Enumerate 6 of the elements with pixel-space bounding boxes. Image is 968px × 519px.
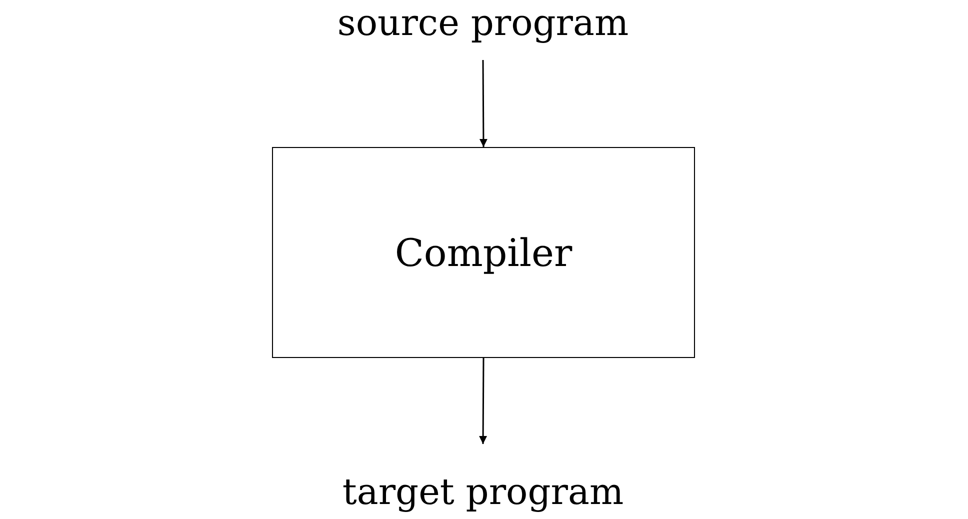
process-label: Compiler (394, 230, 572, 274)
arrow (479, 358, 488, 444)
arrow (479, 60, 488, 147)
output-label: target program (342, 472, 624, 512)
process-box (272, 147, 695, 358)
input-label: source program (337, 2, 629, 44)
